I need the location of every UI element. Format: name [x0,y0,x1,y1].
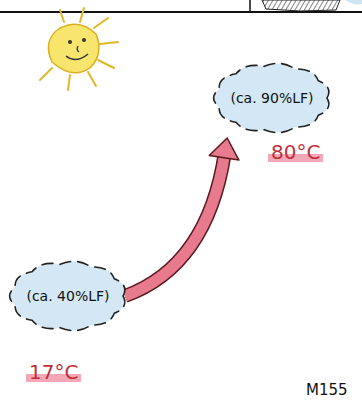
top-strip [0,0,362,12]
humidity-text: (ca. 90%LF) [230,90,313,106]
temperature: 17°C [26,360,81,384]
humidity-text: (ca. 40%LF) [26,288,109,304]
sun [40,8,118,90]
flow-arrow [125,138,239,296]
temperature: 80°C [268,140,323,164]
cloud: (ca. 40%LF) [9,260,127,332]
figure-code: M155 [306,381,348,399]
cloud: (ca. 90%LF) [213,62,331,134]
